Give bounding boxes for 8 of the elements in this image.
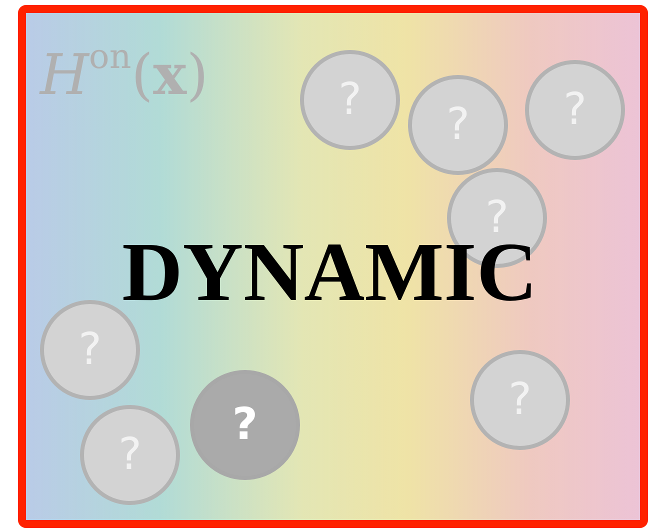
question-mark-circle: ? xyxy=(525,60,625,160)
question-mark-circle: ? xyxy=(80,405,180,505)
question-mark-circle: ? xyxy=(40,300,140,400)
question-mark-circle: ? xyxy=(408,75,508,175)
question-mark-circle: ? xyxy=(300,50,400,150)
question-mark-circle: ? xyxy=(470,350,570,450)
question-mark-circle: ? xyxy=(190,370,300,480)
gradient-panel xyxy=(18,5,648,528)
